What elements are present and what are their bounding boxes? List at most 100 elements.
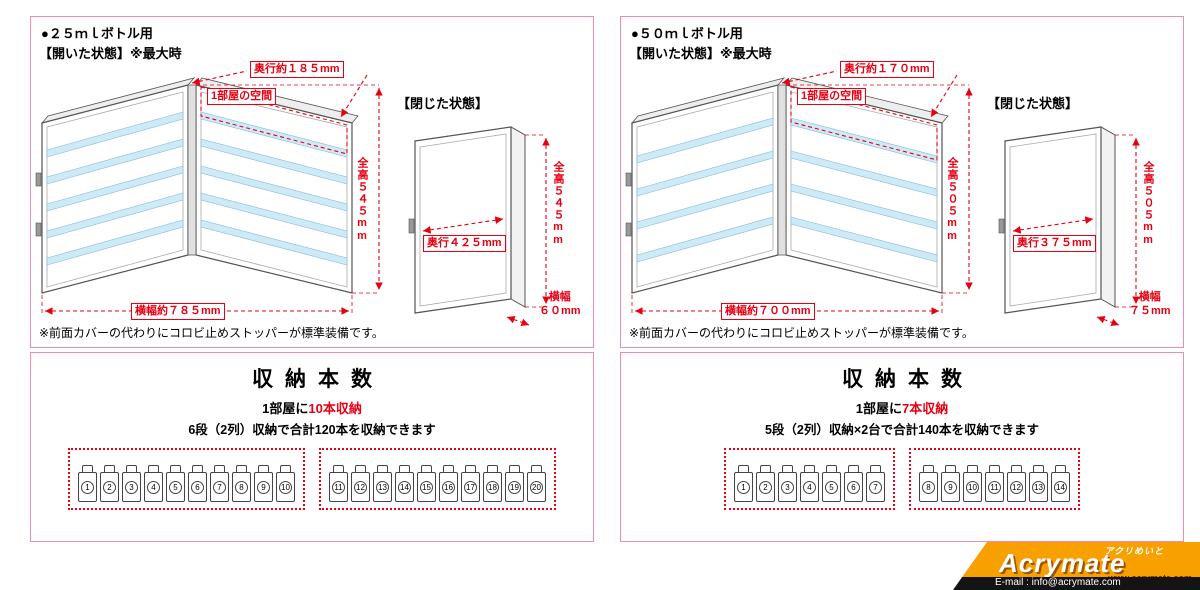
- bottle-body-icon: 3: [122, 472, 141, 502]
- bottle-number: 6: [191, 480, 204, 494]
- open-width-label: 横幅約７００mm: [721, 303, 815, 320]
- bottle: 6: [844, 465, 863, 502]
- open-cabinet-drawing: [625, 70, 973, 315]
- bottle-number: 13: [1032, 480, 1045, 494]
- bottle: 15: [417, 465, 436, 502]
- spec-box-25ml: ●２５ｍｌボトル用 【開いた状態】※最大時: [30, 16, 594, 348]
- bottle-body-icon: 2: [756, 472, 775, 502]
- bottle-body-icon: 4: [144, 472, 163, 502]
- bottle: 8: [919, 465, 938, 502]
- bottle-group-2: 11 12 13 14 15 16 17 18: [319, 448, 556, 510]
- bottle-number: 8: [922, 480, 935, 494]
- bottle: 16: [439, 465, 458, 502]
- per-room-prefix: 1部屋に: [855, 401, 902, 416]
- bottle-body-icon: 17: [461, 472, 480, 502]
- bottle-body-icon: 15: [417, 472, 436, 502]
- closed-width-label: 横幅 ７５mm: [1129, 291, 1171, 319]
- bottle-number: 4: [147, 480, 160, 494]
- bottle-body-icon: 8: [232, 472, 251, 502]
- open-height-label: 全高５４５mm: [356, 157, 368, 243]
- closed-state-diagram-50ml: 奥行３７５mm 全高５０５mm 横幅 ７５mm: [993, 109, 1178, 329]
- bottle-body-icon: 16: [439, 472, 458, 502]
- bottle-number: 16: [442, 480, 455, 494]
- bottle: 13: [1029, 465, 1048, 502]
- bottle: 6: [188, 465, 207, 502]
- bottle-number: 4: [803, 480, 816, 494]
- bottle-body-icon: 6: [844, 472, 863, 502]
- bottle-number: 5: [169, 480, 182, 494]
- bottle: 13: [373, 465, 392, 502]
- bottle-body-icon: 7: [210, 472, 229, 502]
- bottle-body-icon: 9: [254, 472, 273, 502]
- bottle-group-2: 8 9 10 11 12 13 14: [909, 448, 1080, 510]
- bottle: 19: [505, 465, 524, 502]
- closed-depth-label: 奥行３７５mm: [1013, 235, 1096, 252]
- closed-state-label: 【閉じた状態】: [987, 96, 1079, 111]
- bottle-body-icon: 9: [941, 472, 960, 502]
- open-state-diagram-25ml: 奥行約１８５mm 1部屋の空間 全高５４５mm 横幅約７８５mm: [35, 61, 395, 323]
- bottle-number: 7: [869, 480, 882, 494]
- bottle-body-icon: 4: [800, 472, 819, 502]
- bottle-body-icon: 13: [373, 472, 392, 502]
- bottle: 4: [800, 465, 819, 502]
- closed-height-label: 全高５４５mm: [552, 161, 564, 247]
- bottle-body-icon: 13: [1029, 472, 1048, 502]
- bottle-number: 20: [530, 480, 543, 494]
- bottle-number: 18: [486, 480, 499, 494]
- bottle-body-icon: 2: [100, 472, 119, 502]
- bottle-body-icon: 8: [919, 472, 938, 502]
- bottle-number: 15: [420, 480, 433, 494]
- bottle-body-icon: 11: [985, 472, 1004, 502]
- closed-width-label-line1: 横幅: [548, 291, 571, 303]
- closed-state-diagram-25ml: 奥行４２５mm 全高５４５mm 横幅 ６０mm: [403, 109, 588, 329]
- bottle: 5: [166, 465, 185, 502]
- per-room-count: 10本収納: [308, 401, 362, 416]
- closed-depth-label: 奥行４２５mm: [423, 235, 506, 252]
- brand-email-link[interactable]: E-mail : info@acrymate.com: [995, 577, 1121, 588]
- bottle: 8: [232, 465, 251, 502]
- bottle-body-icon: 12: [351, 472, 370, 502]
- brand-logo: アクリめいと Acrymate www.acrymate.com E-mail …: [953, 542, 1200, 590]
- per-room-prefix: 1部屋に: [262, 401, 309, 416]
- bottle: 11: [329, 465, 348, 502]
- bottle: 9: [941, 465, 960, 502]
- bottle-body-icon: 10: [963, 472, 982, 502]
- bottle-body-icon: 12: [1007, 472, 1026, 502]
- closed-width-label-line2: ６０mm: [539, 304, 581, 317]
- bottle-groups: 1 2 3 4 5 6 7 8: [621, 448, 1183, 510]
- open-state-label: 【開いた状態】※最大時: [39, 46, 182, 61]
- storage-per-room-line: 1部屋に7本収納: [621, 398, 1183, 417]
- closed-case-drawing: [998, 126, 1140, 326]
- closed-width-label-line1: 横幅: [1138, 291, 1161, 303]
- bottle-number: 12: [354, 480, 367, 494]
- bottle-body-icon: 1: [78, 472, 97, 502]
- closed-case-drawing: [408, 126, 550, 326]
- bottle-body-icon: 20: [527, 472, 546, 502]
- bottle-number: 9: [944, 480, 957, 494]
- stopper-note: ※前面カバーの代わりにコロビ止めストッパーが標準装備です。: [629, 326, 974, 340]
- bottle-body-icon: 14: [395, 472, 414, 502]
- bottle-number: 17: [464, 480, 477, 494]
- closed-width-label: 横幅 ６０mm: [539, 291, 581, 319]
- storage-total-line: 5段（2列）収納×2台で合計140本を収納できます: [764, 423, 1039, 437]
- bottle-number: 2: [103, 480, 116, 494]
- bottle-number: 19: [508, 480, 521, 494]
- bottle-body-icon: 3: [778, 472, 797, 502]
- bottle-body-icon: 10: [276, 472, 295, 502]
- bottle-body-icon: 1: [734, 472, 753, 502]
- bottle: 17: [461, 465, 480, 502]
- bottle: 1: [734, 465, 753, 502]
- bottle-groups: 1 2 3 4 5 6 7 8: [31, 448, 593, 510]
- bottle-group-1: 1 2 3 4 5 6 7: [724, 448, 895, 510]
- open-cabinet-drawing: [35, 70, 383, 315]
- storage-box-25ml: 収納本数 1部屋に10本収納 6段（2列）収納で合計120本を収納できます 1 …: [30, 352, 594, 542]
- bottle: 14: [1051, 465, 1070, 502]
- open-state-label: 【開いた状態】※最大時: [629, 46, 772, 61]
- bottle: 12: [351, 465, 370, 502]
- bottle-number: 6: [847, 480, 860, 494]
- bottle-group-1: 1 2 3 4 5 6 7 8: [68, 448, 305, 510]
- storage-title: 収納本数: [252, 368, 384, 391]
- bottle-body-icon: 7: [866, 472, 885, 502]
- open-width-label: 横幅約７８５mm: [131, 303, 225, 320]
- bottle: 9: [254, 465, 273, 502]
